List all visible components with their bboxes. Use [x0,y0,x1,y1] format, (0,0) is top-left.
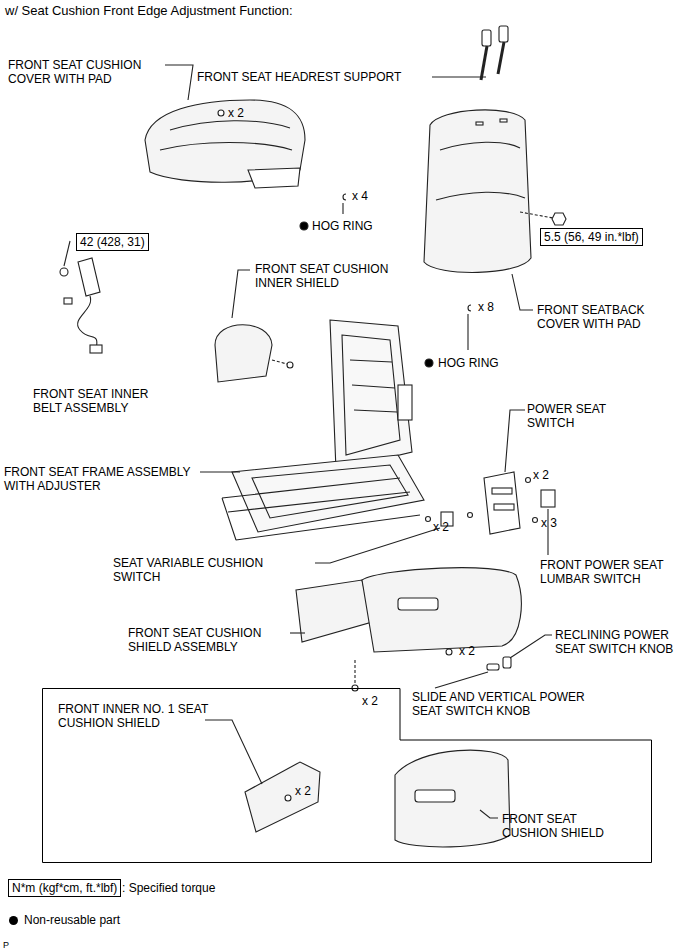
part-label: HOG RING [438,356,499,370]
quantity-label: x 8 [478,300,494,314]
part-label: FRONT INNER NO. 1 SEAT CUSHION SHIELD [58,702,223,730]
part-label: FRONT SEATBACK COVER WITH PAD [537,303,662,331]
part-label: FRONT SEAT CUSHION SHIELD ASSEMBLY [128,626,288,654]
inset-frame: FRONT INNER NO. 1 SEAT CUSHION SHIELD x 2… [42,688,652,863]
part-label: POWER SEAT SWITCH [527,402,617,430]
part-label: FRONT SEAT FRAME ASSEMBLY WITH ADJUSTER [4,465,199,493]
quantity-label: x 2 [533,468,549,482]
torque-value: 42 (428, 31) [80,235,145,249]
torque-value: N*m (kgf*cm, ft.*lbf) [12,881,117,895]
legend-swatch [9,916,18,925]
part-label: HOG RING [312,219,373,233]
torque-box: 5.5 (56, 49 in.*lbf) [540,228,643,246]
part-label: FRONT SEAT CUSHION INNER SHIELD [255,262,415,290]
part-label: FRONT SEAT CUSHION COVER WITH PAD [8,58,168,86]
diagram-title: w/ Seat Cushion Front Edge Adjustment Fu… [5,4,293,18]
quantity-label: x 2 [459,644,475,658]
quantity-label: x 2 [228,106,244,120]
torque-value: 5.5 (56, 49 in.*lbf) [544,230,639,244]
quantity-label: x 2 [362,694,378,708]
torque-legend-box: N*m (kgf*cm, ft.*lbf) [8,879,121,897]
part-label: SLIDE AND VERTICAL POWER SEAT SWITCH KNO… [412,690,602,718]
legend-text: : Specified torque [122,881,215,895]
figure-code: P [3,938,9,952]
part-label: FRONT SEAT CUSHION SHIELD [502,812,632,840]
quantity-label: x 4 [352,189,368,203]
legend-text: Non-reusable part [24,913,120,927]
part-label: FRONT SEAT HEADREST SUPPORT [197,70,401,84]
quantity-label: x 3 [541,516,557,530]
quantity-label: x 2 [295,784,311,798]
part-label: FRONT POWER SEAT LUMBAR SWITCH [540,558,685,586]
part-label: RECLINING POWER SEAT SWITCH KNOB [555,628,683,656]
torque-box: 42 (428, 31) [76,233,149,251]
part-label: FRONT SEAT INNER BELT ASSEMBLY [33,387,158,415]
quantity-label: x 2 [433,520,449,534]
part-label: SEAT VARIABLE CUSHION SWITCH [113,556,283,584]
